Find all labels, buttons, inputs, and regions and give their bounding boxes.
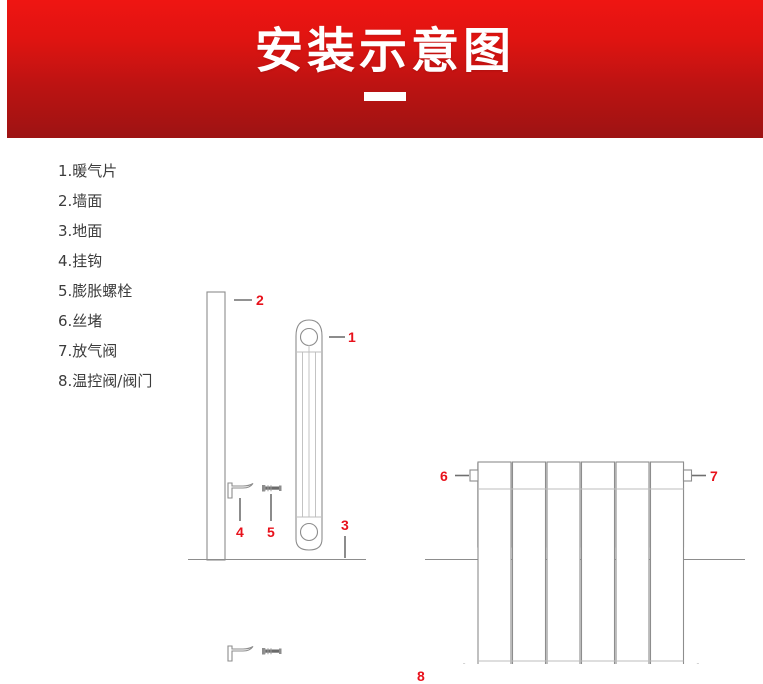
diagram-stage: .ln { fill:none; stroke:#8d8d8d; stroke-… xyxy=(0,138,763,684)
expansion-bolt-icon-lower xyxy=(262,648,282,655)
wall-shape xyxy=(206,291,226,561)
list-item: 2.墙面 xyxy=(58,192,103,210)
list-item: 7.放气阀 xyxy=(58,342,118,360)
hook-icon-lower xyxy=(227,645,254,662)
radiator-body-columns xyxy=(477,461,685,664)
callout-label-8: 8 xyxy=(417,668,425,684)
callout-label-7: 7 xyxy=(710,468,718,484)
callout-label-5: 5 xyxy=(267,524,275,540)
list-item: 5.膨胀螺栓 xyxy=(58,282,133,300)
list-item: 4.挂钩 xyxy=(58,252,103,270)
page-header-banner: 安装示意图 xyxy=(7,0,763,138)
plug-icon-left xyxy=(469,469,479,482)
list-item: 8.温控阀/阀门 xyxy=(58,372,153,390)
right-front-view-group xyxy=(425,461,745,664)
callout-label-1: 1 xyxy=(348,329,356,345)
installation-diagram-svg: .ln { fill:none; stroke:#8d8d8d; stroke-… xyxy=(188,291,745,664)
hook-icon-upper xyxy=(227,482,254,499)
callout-label-2: 2 xyxy=(256,292,264,308)
left-side-view-group xyxy=(188,291,366,662)
expansion-bolt-icon-upper xyxy=(262,485,282,492)
callout-label-3: 3 xyxy=(341,517,349,533)
list-item: 1.暖气片 xyxy=(58,162,118,180)
radiator-side-profile xyxy=(295,319,323,551)
air-vent-icon-right xyxy=(682,469,693,482)
page-title: 安装示意图 xyxy=(254,23,515,79)
list-item: 3.地面 xyxy=(58,222,103,240)
list-item: 6.丝堵 xyxy=(58,312,103,330)
parts-legend-list: 1.暖气片 2.墙面 3.地面 4.挂钩 5.膨胀螺栓 6.丝堵 7.放气阀 8… xyxy=(58,163,208,403)
title-underline-bar xyxy=(364,92,406,101)
callout-label-6: 6 xyxy=(440,468,448,484)
callout-label-4: 4 xyxy=(236,524,244,540)
